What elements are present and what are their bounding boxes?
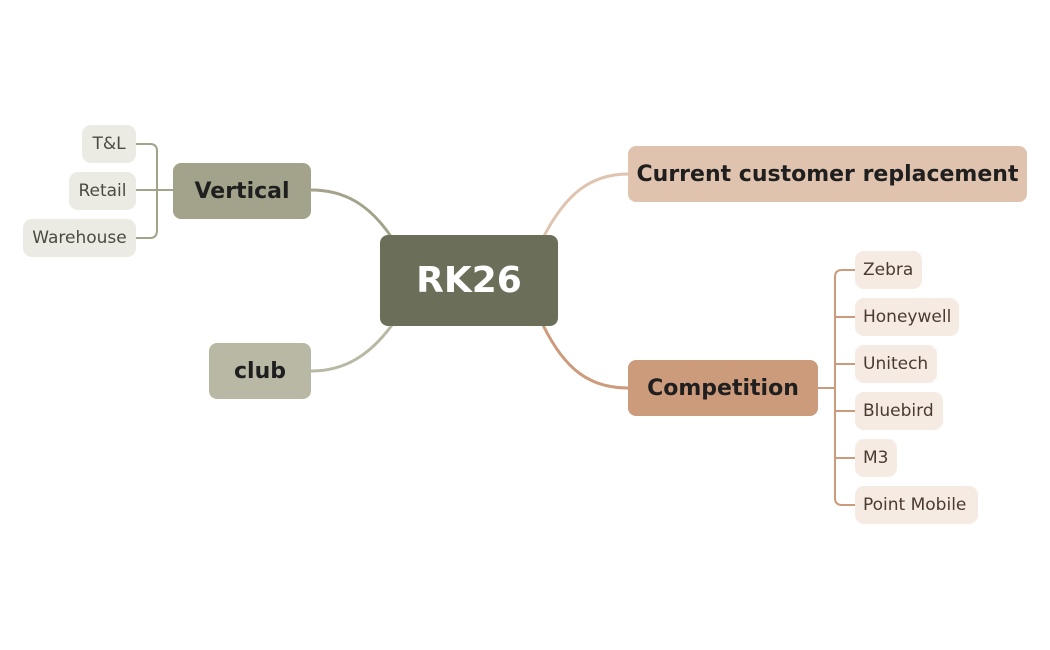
subtopic-tl[interactable]: T&L bbox=[82, 125, 136, 163]
subtopic-retail[interactable]: Retail bbox=[69, 172, 136, 210]
subtopic-unitech[interactable]: Unitech bbox=[855, 345, 937, 383]
vertical-bracket bbox=[136, 143, 173, 239]
connector-root-current bbox=[541, 172, 629, 239]
root-node[interactable]: RK26 bbox=[380, 235, 558, 326]
subtopic-zebra[interactable]: Zebra bbox=[855, 251, 922, 289]
branch-vertical[interactable]: Vertical bbox=[173, 163, 311, 219]
competition-bracket bbox=[818, 269, 855, 506]
subtopic-honeywell[interactable]: Honeywell bbox=[855, 298, 959, 336]
subtopic-bluebird[interactable]: Bluebird bbox=[855, 392, 943, 430]
branch-competition[interactable]: Competition bbox=[628, 360, 818, 416]
subtopic-point-mobile[interactable]: Point Mobile bbox=[855, 486, 978, 524]
branch-current-customer-replacement[interactable]: Current customer replacement bbox=[628, 146, 1027, 202]
connector-root-club bbox=[310, 324, 394, 373]
subtopic-warehouse[interactable]: Warehouse bbox=[23, 219, 136, 257]
branch-club[interactable]: club bbox=[209, 343, 311, 399]
connector-root-vertical bbox=[310, 188, 394, 239]
connector-root-competition bbox=[541, 324, 629, 390]
subtopic-m3[interactable]: M3 bbox=[855, 439, 897, 477]
